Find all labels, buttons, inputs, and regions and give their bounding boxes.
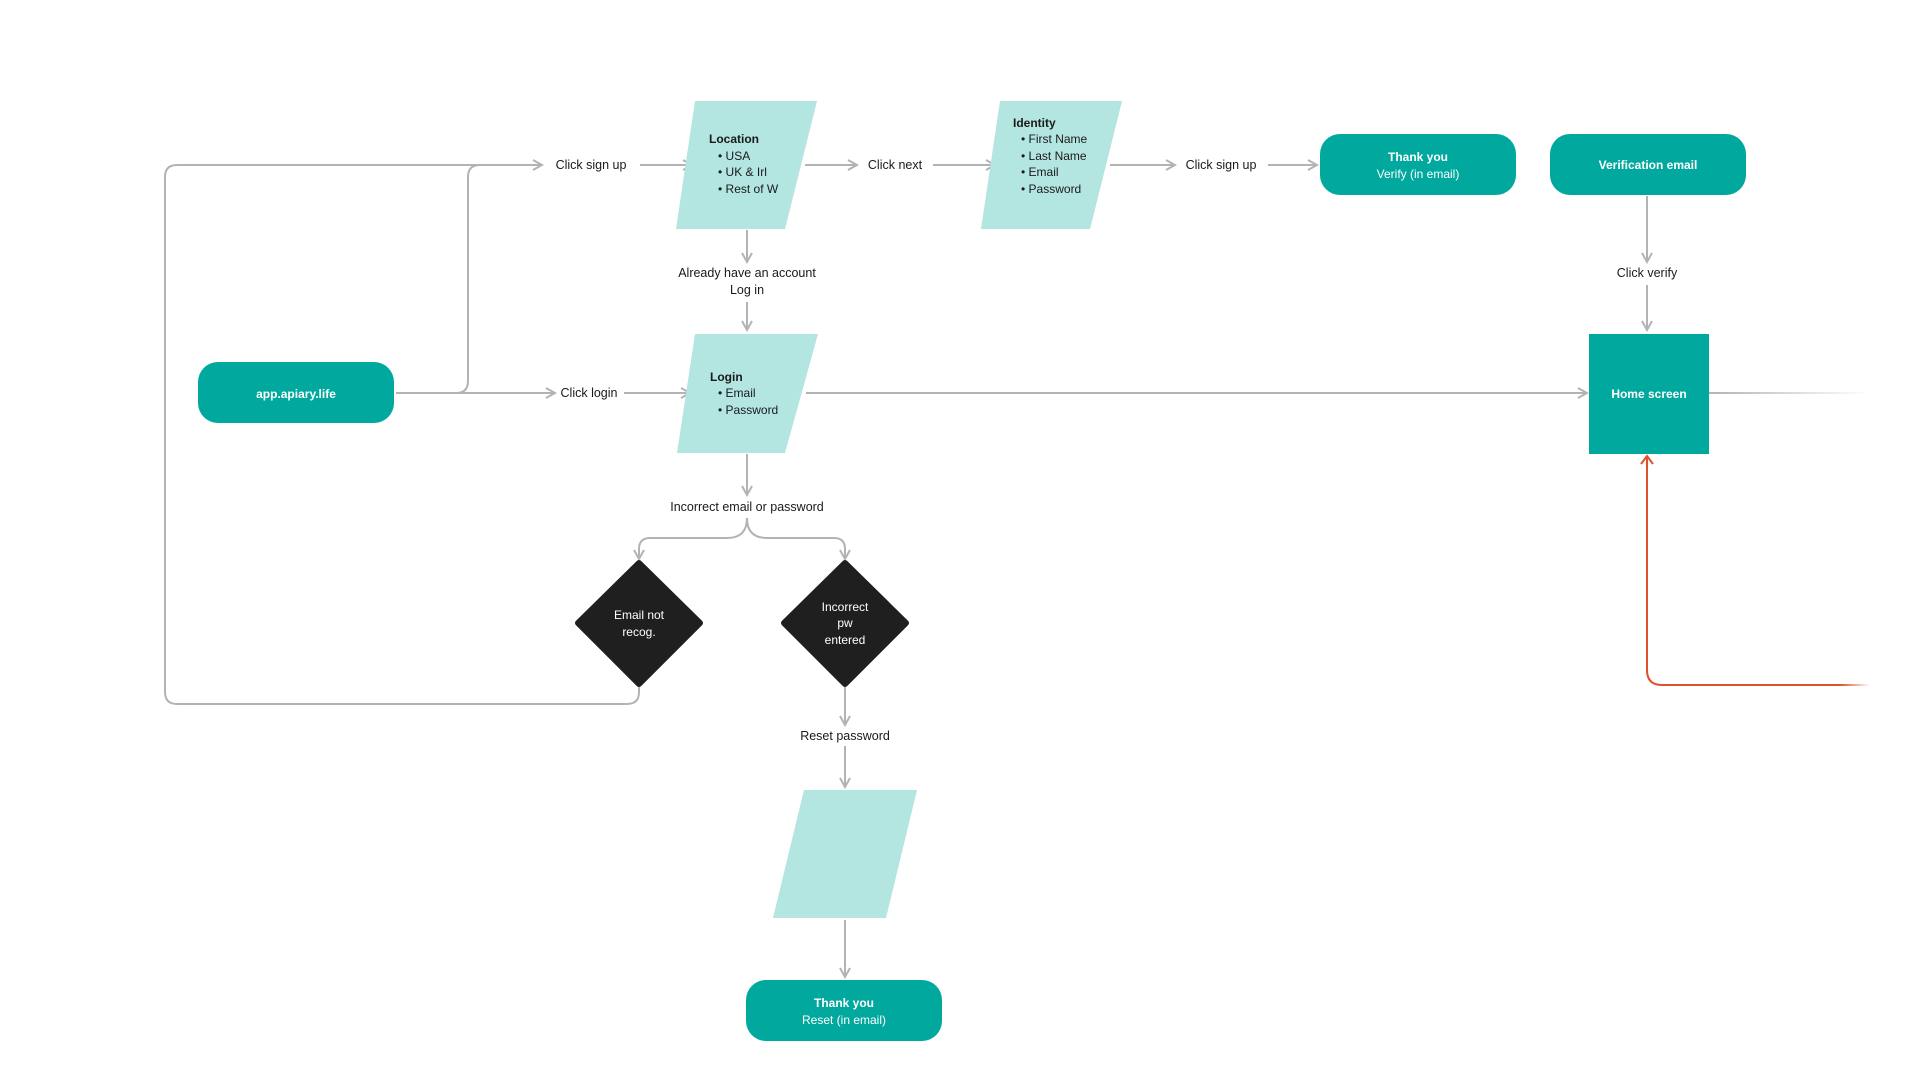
node-verification-email-shape: [1550, 134, 1746, 195]
node-reset-form-shape: [773, 790, 917, 918]
connector-split-to-incorrect-pw: [746, 517, 845, 559]
connector-red-arrowhead: [1640, 454, 1654, 465]
node-incorrect-pw-shape: [781, 560, 909, 687]
node-incorrect-pw-line3: entered: [825, 633, 866, 647]
node-identity-item: • Last Name: [1021, 149, 1087, 163]
node-location-item: • Rest of W: [718, 182, 779, 196]
node-location-item: • USA: [718, 149, 750, 163]
label-click-sign-up-2: Click sign up: [1186, 158, 1257, 172]
node-location-item: • UK & Irl: [718, 165, 767, 179]
node-thank-you-verify[interactable]: Thank you Verify (in email): [1320, 134, 1516, 195]
node-thank-you-verify-line1: Thank you: [1388, 150, 1448, 164]
node-thank-you-reset-line1: Thank you: [814, 996, 874, 1010]
node-thank-you-verify-line2: Verify (in email): [1377, 167, 1460, 181]
node-location[interactable]: Location • USA • UK & Irl • Rest of W: [676, 101, 817, 229]
node-location-shape: [676, 101, 817, 229]
node-home-screen[interactable]: Home screen: [1589, 334, 1709, 454]
label-already-have-account: Already have an account: [678, 266, 816, 280]
node-email-not-recog-shape: [575, 560, 703, 687]
label-reset-password: Reset password: [800, 729, 890, 743]
label-click-sign-up-1: Click sign up: [556, 158, 627, 172]
connector-red-fade: [1750, 684, 1870, 686]
connector-split-to-email-not-recog: [639, 517, 748, 559]
node-identity-shape: [981, 101, 1122, 229]
edge-labels: Click sign up Click next Click sign up A…: [556, 158, 1678, 743]
label-log-in: Log in: [730, 283, 764, 297]
connectors: [164, 164, 1870, 977]
node-incorrect-pw-line2: pw: [837, 616, 853, 630]
node-incorrect-pw[interactable]: Incorrect pw entered: [781, 560, 909, 687]
node-identity-title: Identity: [1013, 116, 1056, 130]
node-login[interactable]: Login • Email • Password: [677, 334, 818, 453]
node-email-not-recog-line2: recog.: [622, 625, 655, 639]
label-incorrect-email-or-password: Incorrect email or password: [670, 500, 824, 514]
node-verification-email[interactable]: Verification email: [1550, 134, 1746, 195]
label-click-verify: Click verify: [1617, 266, 1678, 280]
node-thank-you-reset[interactable]: Thank you Reset (in email): [746, 980, 942, 1041]
node-thank-you-reset-shape: [746, 980, 942, 1041]
connector-loop-email-not-recog: [164, 164, 640, 705]
node-home-screen-label: Home screen: [1611, 387, 1686, 401]
connector-start-to-signup: [396, 165, 542, 394]
node-thank-you-reset-line2: Reset (in email): [802, 1013, 886, 1027]
node-start-shape: [198, 362, 394, 423]
node-reset-form[interactable]: [773, 790, 917, 918]
node-login-title: Login: [710, 370, 743, 384]
node-email-not-recog-line1: Email not: [614, 608, 665, 622]
label-click-login: Click login: [561, 386, 618, 400]
node-home-screen-shape: [1589, 334, 1709, 454]
node-start-label: app.apiary.life: [256, 387, 336, 401]
node-start[interactable]: app.apiary.life: [198, 362, 394, 423]
node-incorrect-pw-line1: Incorrect: [822, 600, 869, 614]
node-identity[interactable]: Identity • First Name • Last Name • Emai…: [981, 101, 1122, 229]
connector-home-exit: [1708, 392, 1870, 394]
node-identity-item: • Email: [1021, 165, 1059, 179]
node-verification-email-label: Verification email: [1599, 158, 1698, 172]
node-identity-item: • Password: [1021, 182, 1081, 196]
node-login-item: • Email: [718, 386, 756, 400]
node-location-title: Location: [709, 132, 759, 146]
node-login-shape: [677, 334, 818, 453]
node-email-not-recog[interactable]: Email not recog.: [575, 560, 703, 687]
node-identity-item: • First Name: [1021, 132, 1088, 146]
label-click-next: Click next: [868, 158, 923, 172]
node-login-item: • Password: [718, 403, 778, 417]
connector-red-to-home: [1646, 456, 1750, 686]
node-thank-you-verify-shape: [1320, 134, 1516, 195]
